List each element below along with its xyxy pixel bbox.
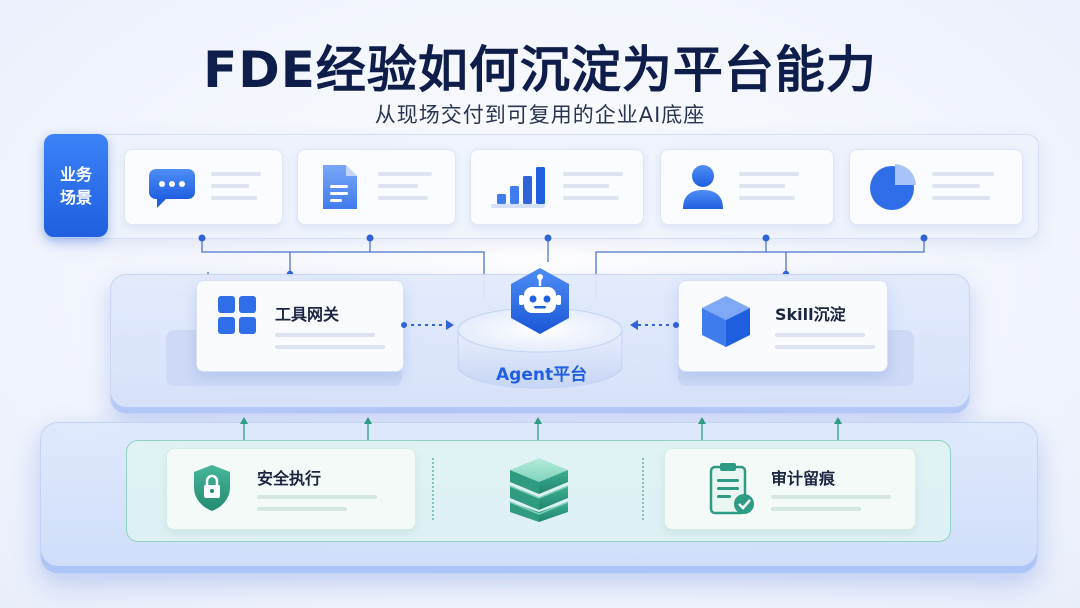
bar-chart-icon xyxy=(491,167,545,208)
tool-gateway-card[interactable]: 工具网关 xyxy=(196,280,404,372)
business-card-chat[interactable] xyxy=(124,149,283,225)
robot-icon xyxy=(511,268,569,334)
cube-icon xyxy=(702,296,750,347)
document-icon xyxy=(323,165,357,209)
user-icon xyxy=(683,165,723,209)
chat-bubble-icon xyxy=(149,169,195,208)
clipboard-check-icon xyxy=(709,463,754,515)
agent-platform-label: Agent平台 xyxy=(496,365,588,385)
security-execution-card[interactable]: 安全执行 xyxy=(166,448,416,530)
audit-trail-label: 审计留痕 xyxy=(771,469,836,488)
business-scene-label: 业务场景 xyxy=(44,134,108,237)
business-card-document[interactable] xyxy=(297,149,456,225)
page-title: FDE经验如何沉淀为平台能力 xyxy=(203,41,877,99)
audit-trail-card[interactable]: 审计留痕 xyxy=(664,448,916,530)
skill-label: Skill沉淀 xyxy=(775,305,846,324)
business-scene-label-text: 业务场景 xyxy=(59,164,92,207)
business-card-pie-chart[interactable] xyxy=(849,149,1023,225)
divider-right xyxy=(642,458,644,520)
skill-card[interactable]: Skill沉淀 xyxy=(678,280,888,372)
shield-lock-icon xyxy=(194,465,230,511)
tool-gateway-label: 工具网关 xyxy=(275,305,340,324)
page-subtitle: 从现场交付到可复用的企业AI底座 xyxy=(374,103,706,127)
database-stack-icon xyxy=(509,458,569,522)
divider-left xyxy=(432,458,434,520)
pie-chart-icon xyxy=(870,164,916,210)
business-card-bar-chart[interactable] xyxy=(470,149,644,225)
business-card-user[interactable] xyxy=(660,149,834,225)
security-execution-label: 安全执行 xyxy=(257,469,322,488)
grid-icon xyxy=(218,296,256,334)
